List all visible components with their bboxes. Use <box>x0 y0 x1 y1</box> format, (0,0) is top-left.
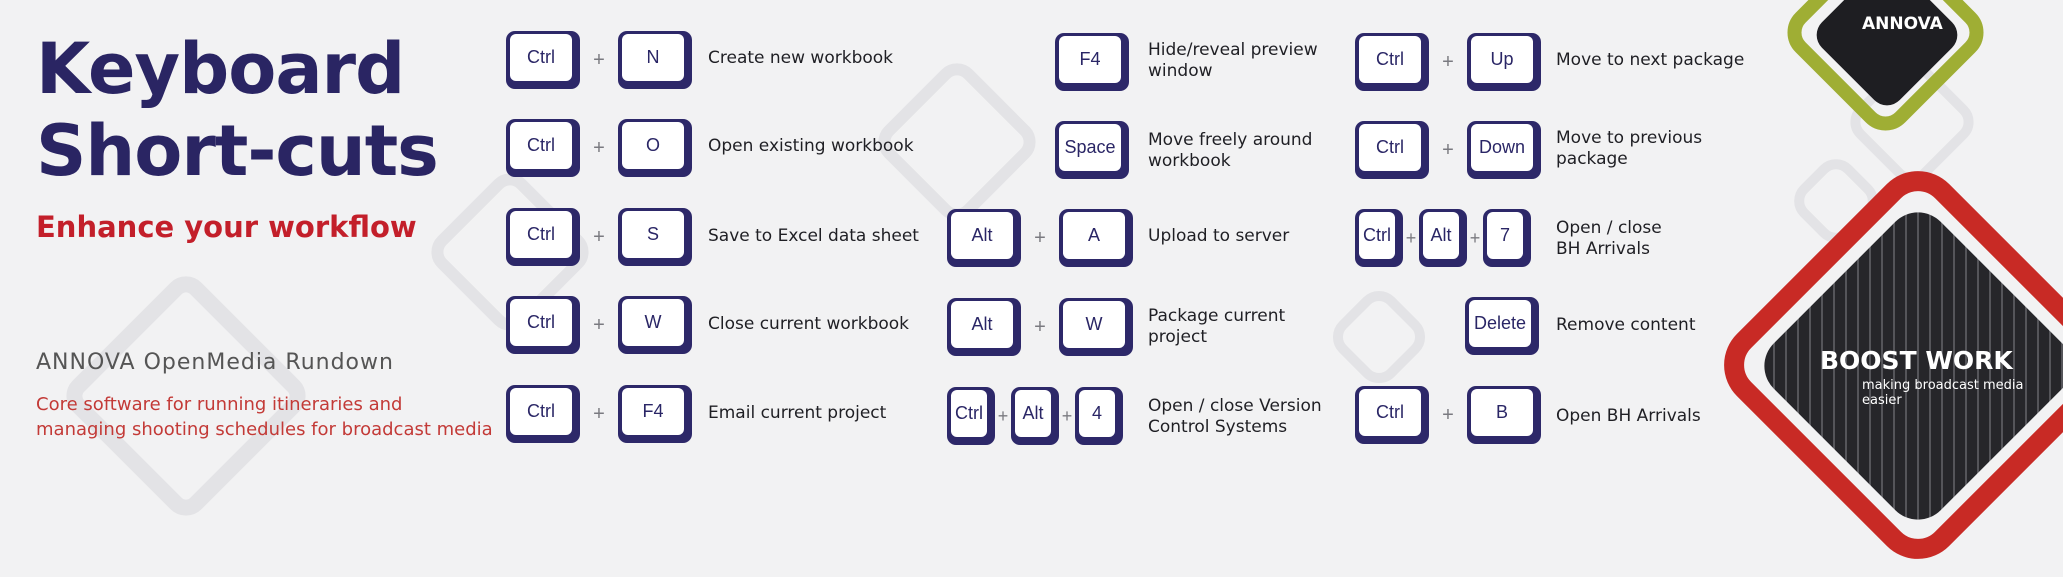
shortcut-description: Open existing workbook <box>708 136 914 156</box>
annova-logo: ANNOVA <box>1862 14 1943 34</box>
shortcut-description: Save to Excel data sheet <box>708 226 919 246</box>
key-ctrl[interactable]: Ctrl <box>947 387 995 445</box>
key-ctrl[interactable]: Ctrl <box>1355 386 1429 444</box>
plus-sign: + <box>1469 227 1481 248</box>
plus-sign: + <box>1442 50 1454 73</box>
key-alt[interactable]: Alt <box>1011 387 1059 445</box>
shortcut-description: Remove content <box>1556 315 1696 335</box>
key-w[interactable]: W <box>1059 298 1133 356</box>
product-tagline: Core software for running itineraries an… <box>36 394 493 440</box>
key-ctrl[interactable]: Ctrl <box>506 296 580 354</box>
shortcut-ctrl-alt-7: Ctrl + Alt + 7 <box>1355 208 1531 268</box>
shortcut-description: Open / close BH Arrivals <box>1556 218 1662 259</box>
plus-sign: + <box>1442 403 1454 426</box>
shortcut-ctrl-s: Ctrl + S <box>506 207 692 267</box>
plus-sign: + <box>593 402 605 425</box>
shortcut-alt-w: Alt + W <box>947 297 1133 357</box>
shortcut-f4: F4 <box>1055 32 1129 92</box>
plus-sign: + <box>593 225 605 248</box>
title-line-1: Keyboard <box>36 28 405 110</box>
shortcut-ctrl-alt-4: Ctrl + Alt + 4 <box>947 386 1123 446</box>
key-w[interactable]: W <box>618 296 692 354</box>
title-line-2: Short-cuts <box>36 110 439 192</box>
key-up[interactable]: Up <box>1467 33 1541 91</box>
key-alt[interactable]: Alt <box>1419 209 1467 267</box>
shortcut-description: Move to next package <box>1556 50 1745 70</box>
key-4[interactable]: 4 <box>1075 387 1123 445</box>
key-ctrl[interactable]: Ctrl <box>506 385 580 443</box>
boost-work-title: BOOST WORK <box>1820 346 2013 375</box>
shortcut-description: Open BH Arrivals <box>1556 406 1701 426</box>
shortcut-description: Close current workbook <box>708 314 910 334</box>
shortcut-description: Create new workbook <box>708 48 894 68</box>
shortcut-ctrl-down: Ctrl + Down <box>1355 120 1541 180</box>
key-down[interactable]: Down <box>1467 121 1541 179</box>
page-title: Keyboard Short-cuts <box>36 28 439 192</box>
key-s[interactable]: S <box>618 208 692 266</box>
shortcut-delete: Delete <box>1465 296 1539 356</box>
plus-sign: + <box>593 313 605 336</box>
plus-sign: + <box>593 48 605 71</box>
shortcut-ctrl-w: Ctrl + W <box>506 295 692 355</box>
shortcut-ctrl-b: Ctrl + B <box>1355 385 1541 445</box>
shortcut-ctrl-f4: Ctrl + F4 <box>506 384 692 444</box>
shortcut-description: Package current project <box>1148 306 1286 347</box>
key-f4[interactable]: F4 <box>618 385 692 443</box>
shortcut-description: Move freely around workbook <box>1148 130 1313 171</box>
key-a[interactable]: A <box>1059 209 1133 267</box>
plus-sign: + <box>593 136 605 159</box>
boost-work-subtitle: making broadcast media easier <box>1862 378 2024 408</box>
key-delete[interactable]: Delete <box>1465 297 1539 355</box>
plus-sign: + <box>1442 138 1454 161</box>
key-ctrl[interactable]: Ctrl <box>506 119 580 177</box>
key-ctrl[interactable]: Ctrl <box>1355 209 1403 267</box>
key-o[interactable]: O <box>618 119 692 177</box>
key-ctrl[interactable]: Ctrl <box>1355 33 1429 91</box>
plus-sign: + <box>997 405 1009 426</box>
shortcut-ctrl-n: Ctrl + N <box>506 30 692 90</box>
shortcut-description: Move to previous package <box>1556 128 1703 169</box>
key-7[interactable]: 7 <box>1483 209 1531 267</box>
shortcut-ctrl-up: Ctrl + Up <box>1355 32 1541 92</box>
key-n[interactable]: N <box>618 31 692 89</box>
shortcut-space: Space <box>1055 120 1129 180</box>
shortcut-description: Email current project <box>708 403 887 423</box>
plus-sign: + <box>1034 226 1046 249</box>
page-subtitle: Enhance your workflow <box>36 210 417 244</box>
shortcut-description: Upload to server <box>1148 226 1290 246</box>
shortcut-description: Open / close Version Control Systems <box>1148 396 1322 437</box>
plus-sign: + <box>1061 405 1073 426</box>
shortcut-alt-a: Alt + A <box>947 208 1133 268</box>
key-b[interactable]: B <box>1467 386 1541 444</box>
key-f4[interactable]: F4 <box>1055 33 1129 91</box>
product-name: ANNOVA OpenMedia Rundown <box>36 350 394 375</box>
key-ctrl[interactable]: Ctrl <box>506 31 580 89</box>
key-ctrl[interactable]: Ctrl <box>506 208 580 266</box>
decorative-diamond <box>1323 281 1435 393</box>
key-ctrl[interactable]: Ctrl <box>1355 121 1429 179</box>
plus-sign: + <box>1405 227 1417 248</box>
plus-sign: + <box>1034 315 1046 338</box>
key-space[interactable]: Space <box>1055 121 1129 179</box>
shortcut-ctrl-o: Ctrl + O <box>506 118 692 178</box>
key-alt[interactable]: Alt <box>947 209 1021 267</box>
key-alt[interactable]: Alt <box>947 298 1021 356</box>
shortcut-description: Hide/reveal preview window <box>1148 40 1318 81</box>
